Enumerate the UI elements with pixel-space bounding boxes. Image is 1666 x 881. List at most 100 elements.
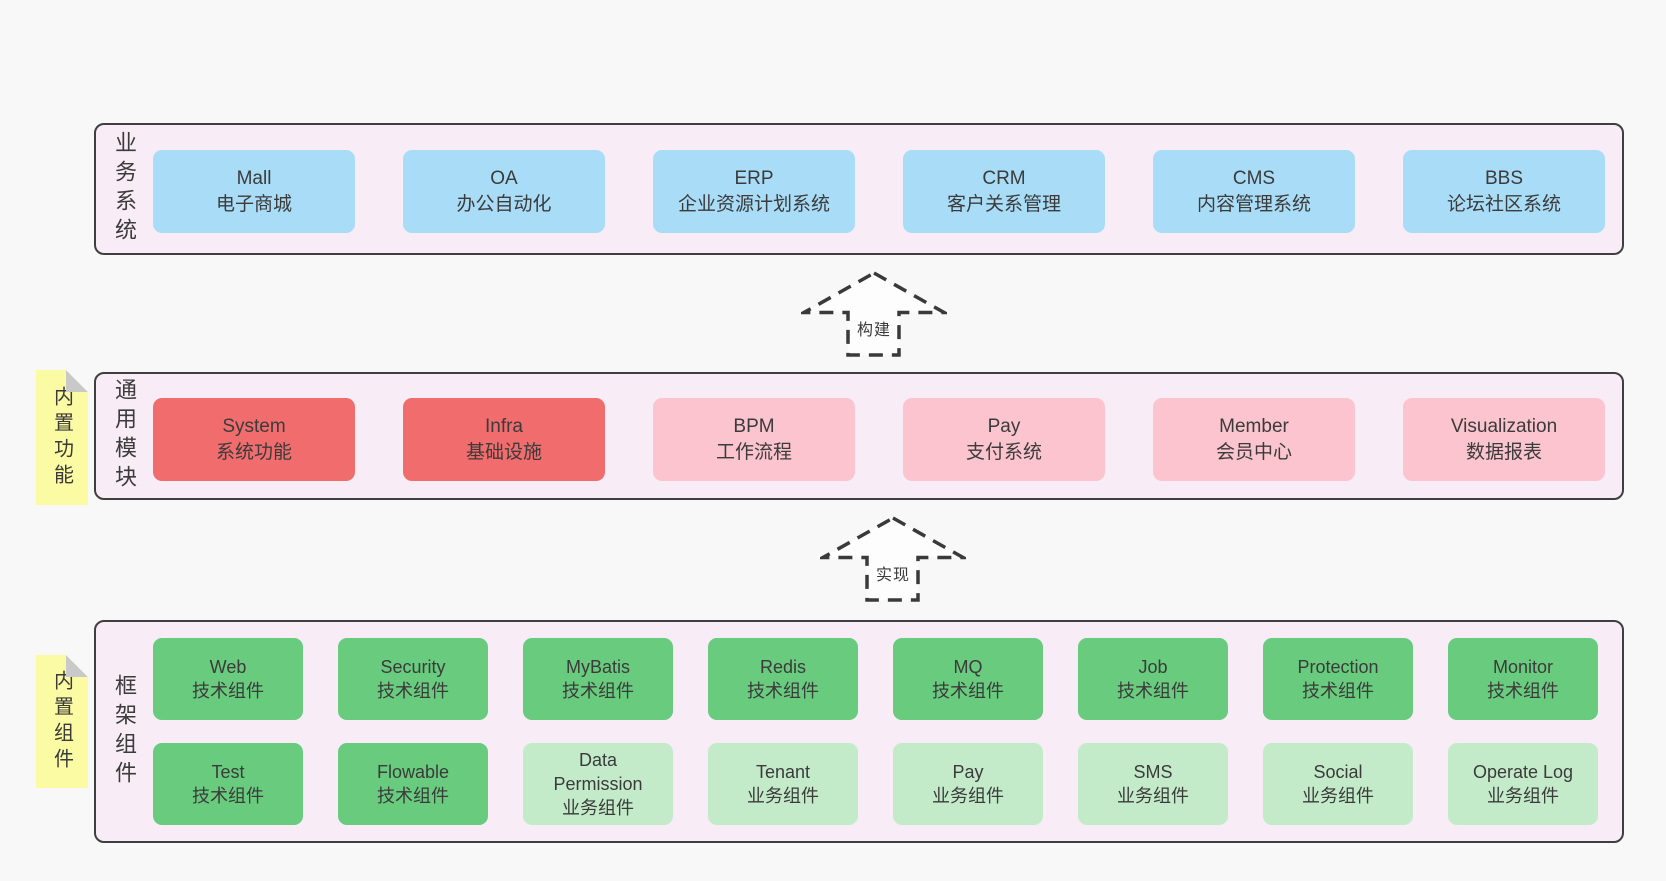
box-title: CRM [982,167,1026,189]
business-systems-panel: 业务系统 Mall 电子商城 OA 办公自动化 ERP 企业资源计划系统 CRM… [94,123,1624,255]
box-title: MyBatis [565,657,630,677]
box-pay-biz: Pay 业务组件 [893,743,1043,825]
box-subtitle: 技术组件 [562,681,634,701]
box-title: Mall [236,167,272,189]
modules-box-row: System 系统功能 Infra 基础设施 BPM 工作流程 Pay 支付系统… [153,398,1605,481]
box-test: Test 技术组件 [153,743,303,825]
box-subtitle: 业务组件 [747,786,819,806]
box-data-permission: Data Permission 业务组件 [523,743,673,825]
box-subtitle: 企业资源计划系统 [677,193,830,215]
box-cms: CMS 内容管理系统 [1153,150,1355,233]
box-erp: ERP 企业资源计划系统 [653,150,855,233]
business-box-row: Mall 电子商城 OA 办公自动化 ERP 企业资源计划系统 CRM 客户关系… [153,150,1605,233]
box-sms: SMS 业务组件 [1078,743,1228,825]
box-subtitle: 工作流程 [715,441,792,463]
box-subtitle: 支付系统 [965,441,1042,463]
box-subtitle: 技术组件 [1117,681,1189,701]
box-protection: Protection 技术组件 [1263,638,1413,720]
box-title: Social [1313,762,1363,782]
box-title: ERP [734,167,774,189]
box-title: Job [1138,657,1168,677]
up-arrow-icon [801,270,947,357]
box-title: SMS [1133,762,1173,782]
builtin-components-note: 内置组件 [36,655,88,788]
box-subtitle: 技术组件 [192,786,264,806]
box-job: Job 技术组件 [1078,638,1228,720]
box-title: Flowable [376,762,450,782]
box-social: Social 业务组件 [1263,743,1413,825]
box-title: Data Permission [553,750,643,794]
box-web: Web 技术组件 [153,638,303,720]
box-subtitle: 基础设施 [465,441,542,463]
box-title: Pay [952,762,984,782]
business-systems-label: 业务系统 [112,131,137,247]
implement-arrow-label: 实现 [875,567,910,584]
box-bbs: BBS 论坛社区系统 [1403,150,1605,233]
box-subtitle: 技术组件 [932,681,1004,701]
box-crm: CRM 客户关系管理 [903,150,1105,233]
box-subtitle: 客户关系管理 [946,193,1061,215]
build-arrow-label: 构建 [856,322,891,339]
box-monitor: Monitor 技术组件 [1448,638,1598,720]
box-title: Infra [484,415,524,437]
box-subtitle: 办公自动化 [456,193,552,215]
box-title: Member [1219,415,1289,437]
box-subtitle: 业务组件 [562,798,634,818]
box-subtitle: 技术组件 [1487,681,1559,701]
box-subtitle: 电子商城 [215,193,292,215]
box-subtitle: 论坛社区系统 [1446,193,1561,215]
framework-components-label: 框架组件 [112,673,137,790]
up-arrow-icon [820,515,966,602]
box-pay: Pay 支付系统 [903,398,1105,481]
components-box-row-2: Test 技术组件 Flowable 技术组件 Data Permission … [153,743,1598,825]
box-title: Visualization [1450,415,1558,437]
box-title: Test [211,762,245,782]
box-oa: OA 办公自动化 [403,150,605,233]
box-mall: Mall 电子商城 [153,150,355,233]
builtin-components-note-label: 内置组件 [50,669,73,774]
builtin-functions-note: 内置功能 [36,370,88,505]
box-member: Member 会员中心 [1153,398,1355,481]
box-title: MQ [953,657,983,677]
box-subtitle: 技术组件 [1302,681,1374,701]
box-redis: Redis 技术组件 [708,638,858,720]
box-title: BBS [1484,167,1524,189]
box-subtitle: 业务组件 [932,786,1004,806]
box-title: Monitor [1492,657,1554,677]
box-flowable: Flowable 技术组件 [338,743,488,825]
box-subtitle: 技术组件 [192,681,264,701]
box-title: BPM [733,415,775,437]
builtin-functions-note-label: 内置功能 [50,385,73,490]
box-title: Operate Log [1472,762,1574,782]
box-title: CMS [1232,167,1276,189]
box-subtitle: 技术组件 [747,681,819,701]
box-system: System 系统功能 [153,398,355,481]
box-subtitle: 会员中心 [1215,441,1292,463]
box-subtitle: 业务组件 [1117,786,1189,806]
box-title: Security [380,657,446,677]
box-operate-log: Operate Log 业务组件 [1448,743,1598,825]
box-mybatis: MyBatis 技术组件 [523,638,673,720]
box-title: Pay [987,415,1021,437]
box-title: Redis [759,657,807,677]
components-box-row-1: Web 技术组件 Security 技术组件 MyBatis 技术组件 Redi… [153,638,1598,720]
box-subtitle: 技术组件 [377,786,449,806]
common-modules-label: 通用模块 [112,378,137,494]
box-bpm: BPM 工作流程 [653,398,855,481]
box-subtitle: 数据报表 [1465,441,1542,463]
box-subtitle: 业务组件 [1487,786,1559,806]
box-title: OA [490,167,518,189]
build-arrow: 构建 [801,270,947,358]
box-subtitle: 内容管理系统 [1196,193,1311,215]
box-tenant: Tenant 业务组件 [708,743,858,825]
box-visualization: Visualization 数据报表 [1403,398,1605,481]
box-title: Web [209,657,247,677]
box-subtitle: 系统功能 [215,441,292,463]
box-mq: MQ 技术组件 [893,638,1043,720]
framework-components-panel: 框架组件 Web 技术组件 Security 技术组件 MyBatis 技术组件… [94,620,1624,843]
implement-arrow: 实现 [820,515,966,603]
common-modules-panel: 通用模块 System 系统功能 Infra 基础设施 BPM 工作流程 Pay… [94,372,1624,500]
box-title: Protection [1297,657,1379,677]
box-title: System [222,415,286,437]
